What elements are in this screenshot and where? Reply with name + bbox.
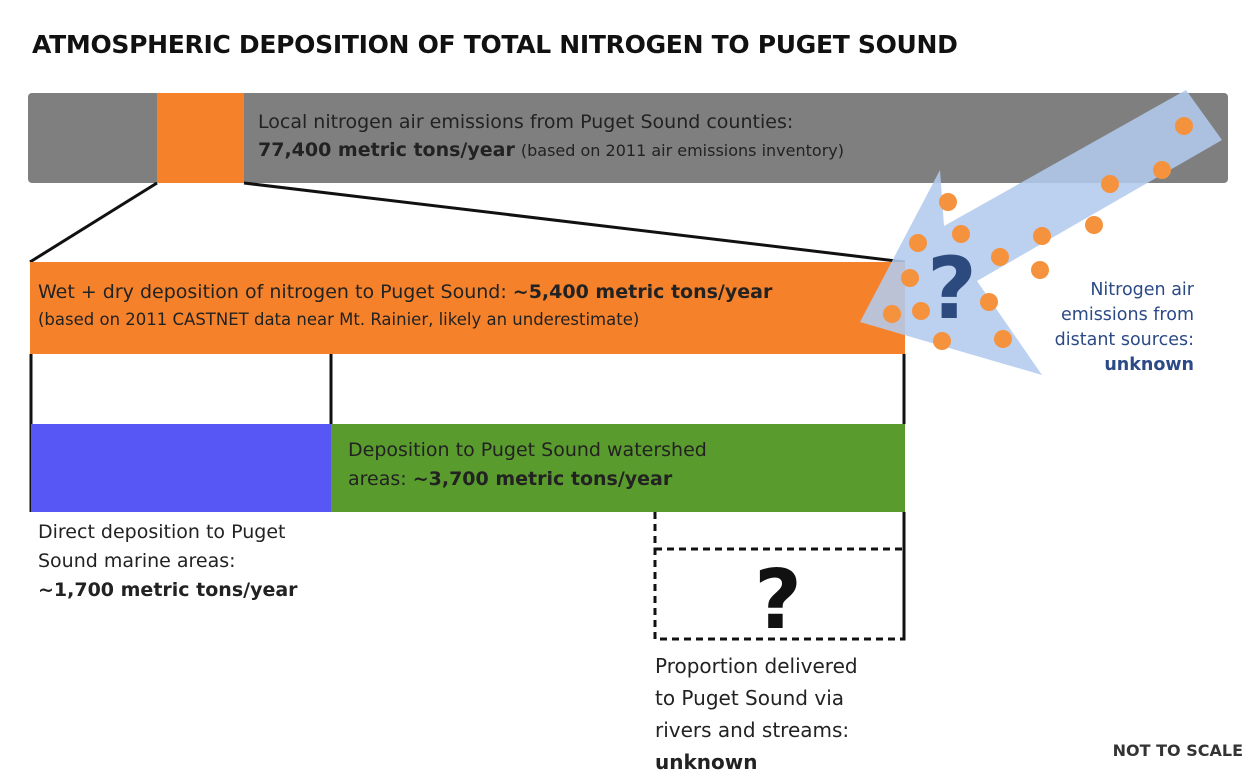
- proportion-line1: Proportion delivered: [655, 654, 858, 678]
- distant-sources-label: Nitrogen air emissions from distant sour…: [1020, 278, 1194, 378]
- watershed-amount: ~3,700 metric tons/year: [412, 468, 673, 490]
- funnel-line-left: [29, 181, 158, 264]
- proportion-line3: rivers and streams:: [655, 718, 850, 742]
- direct-amount-value: ~1,700 metric tons/year: [38, 579, 298, 601]
- local-emissions-amount: 77,400 metric tons/year: [258, 139, 515, 161]
- proportion-delivered-label: Proportion delivered to Puget Sound via …: [655, 650, 858, 778]
- watershed-line1: Deposition to Puget Sound watershed: [348, 439, 707, 461]
- direct-deposition-bar: [31, 424, 331, 512]
- direct-amount: ~1,700 metric tons/year: [38, 576, 298, 605]
- local-deposition-portion: [157, 93, 244, 183]
- local-emissions-bar: [28, 93, 1228, 183]
- proportion-question-mark: ?: [754, 553, 802, 648]
- distant-line1: Nitrogen air: [1090, 280, 1194, 300]
- wet-dry-note: (based on 2011 CASTNET data near Mt. Rai…: [38, 310, 640, 329]
- wet-dry-deposition-bar: [30, 262, 905, 354]
- direct-line1: Direct deposition to Puget: [38, 521, 286, 543]
- watershed-line2: areas: ~3,700 metric tons/year: [348, 465, 707, 494]
- funnel-line-right: [243, 181, 906, 264]
- watershed-line2-prefix: areas:: [348, 468, 407, 490]
- proportion-value-text: unknown: [655, 750, 758, 774]
- direct-line2: Sound marine areas:: [38, 550, 236, 572]
- local-emissions-amount-line: 77,400 metric tons/year (based on 2011 a…: [258, 136, 844, 165]
- proportion-line2: to Puget Sound via: [655, 686, 845, 710]
- distant-value: unknown: [1104, 355, 1194, 375]
- direct-deposition-label: Direct deposition to Puget Sound marine …: [38, 518, 298, 605]
- wet-dry-amount: ~5,400 metric tons/year: [512, 281, 773, 303]
- watershed-deposition-bar: [331, 424, 905, 512]
- distant-line2: emissions from: [1061, 305, 1194, 325]
- proportion-value: unknown: [655, 746, 858, 778]
- wet-dry-deposition-label: Wet + dry deposition of nitrogen to Puge…: [38, 278, 772, 334]
- distant-line3: distant sources:: [1054, 330, 1194, 350]
- not-to-scale-note: NOT TO SCALE: [1112, 741, 1243, 760]
- wet-dry-label-text: Wet + dry deposition of nitrogen to Puge…: [38, 281, 507, 303]
- arrow-dots: [883, 117, 1193, 350]
- wet-dry-line1: Wet + dry deposition of nitrogen to Puge…: [38, 278, 772, 306]
- watershed-deposition-label: Deposition to Puget Sound watershed area…: [348, 436, 707, 494]
- local-emissions-line1: Local nitrogen air emissions from Puget …: [258, 111, 794, 133]
- proportion-dashed-box: [653, 547, 906, 641]
- page-title: ATMOSPHERIC DEPOSITION OF TOTAL NITROGEN…: [32, 30, 958, 59]
- local-emissions-note: (based on 2011 air emissions inventory): [520, 141, 844, 160]
- distant-question-mark: ?: [927, 239, 977, 339]
- local-emissions-label: Local nitrogen air emissions from Puget …: [258, 108, 844, 165]
